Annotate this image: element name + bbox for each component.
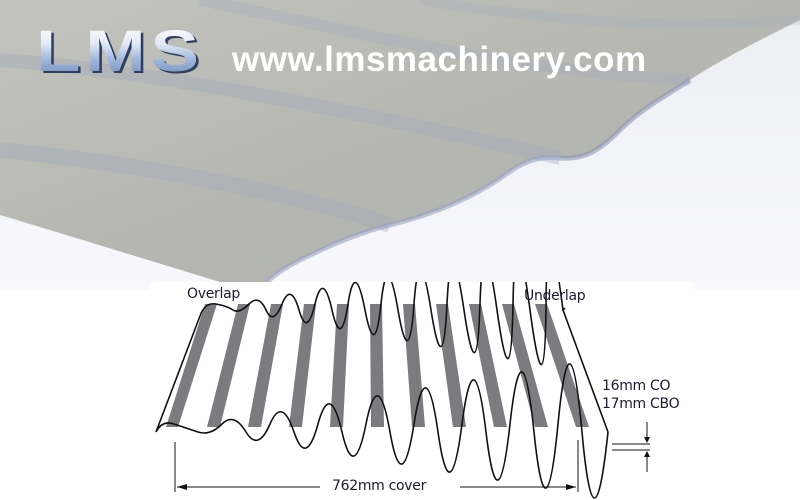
profile-diagram: Overlap Underlap 16mm CO 17mm CBO 762mm … (150, 282, 695, 500)
underlap-label: Underlap (524, 288, 586, 304)
sheet-photo-graphic (0, 0, 800, 290)
overlap-label: Overlap (187, 286, 240, 302)
lms-logo: LMS (36, 19, 205, 84)
cover-width-label: 762mm cover (332, 478, 427, 494)
sheet-stripes (166, 304, 589, 427)
depth-cbo-label: 17mm CBO (602, 396, 680, 412)
corrugated-sheet-photo (0, 0, 800, 290)
website-url[interactable]: www.lmsmachinery.com (232, 40, 647, 79)
corrugated-profile-drawing (155, 282, 650, 499)
depth-co-label: 16mm CO (602, 378, 671, 394)
